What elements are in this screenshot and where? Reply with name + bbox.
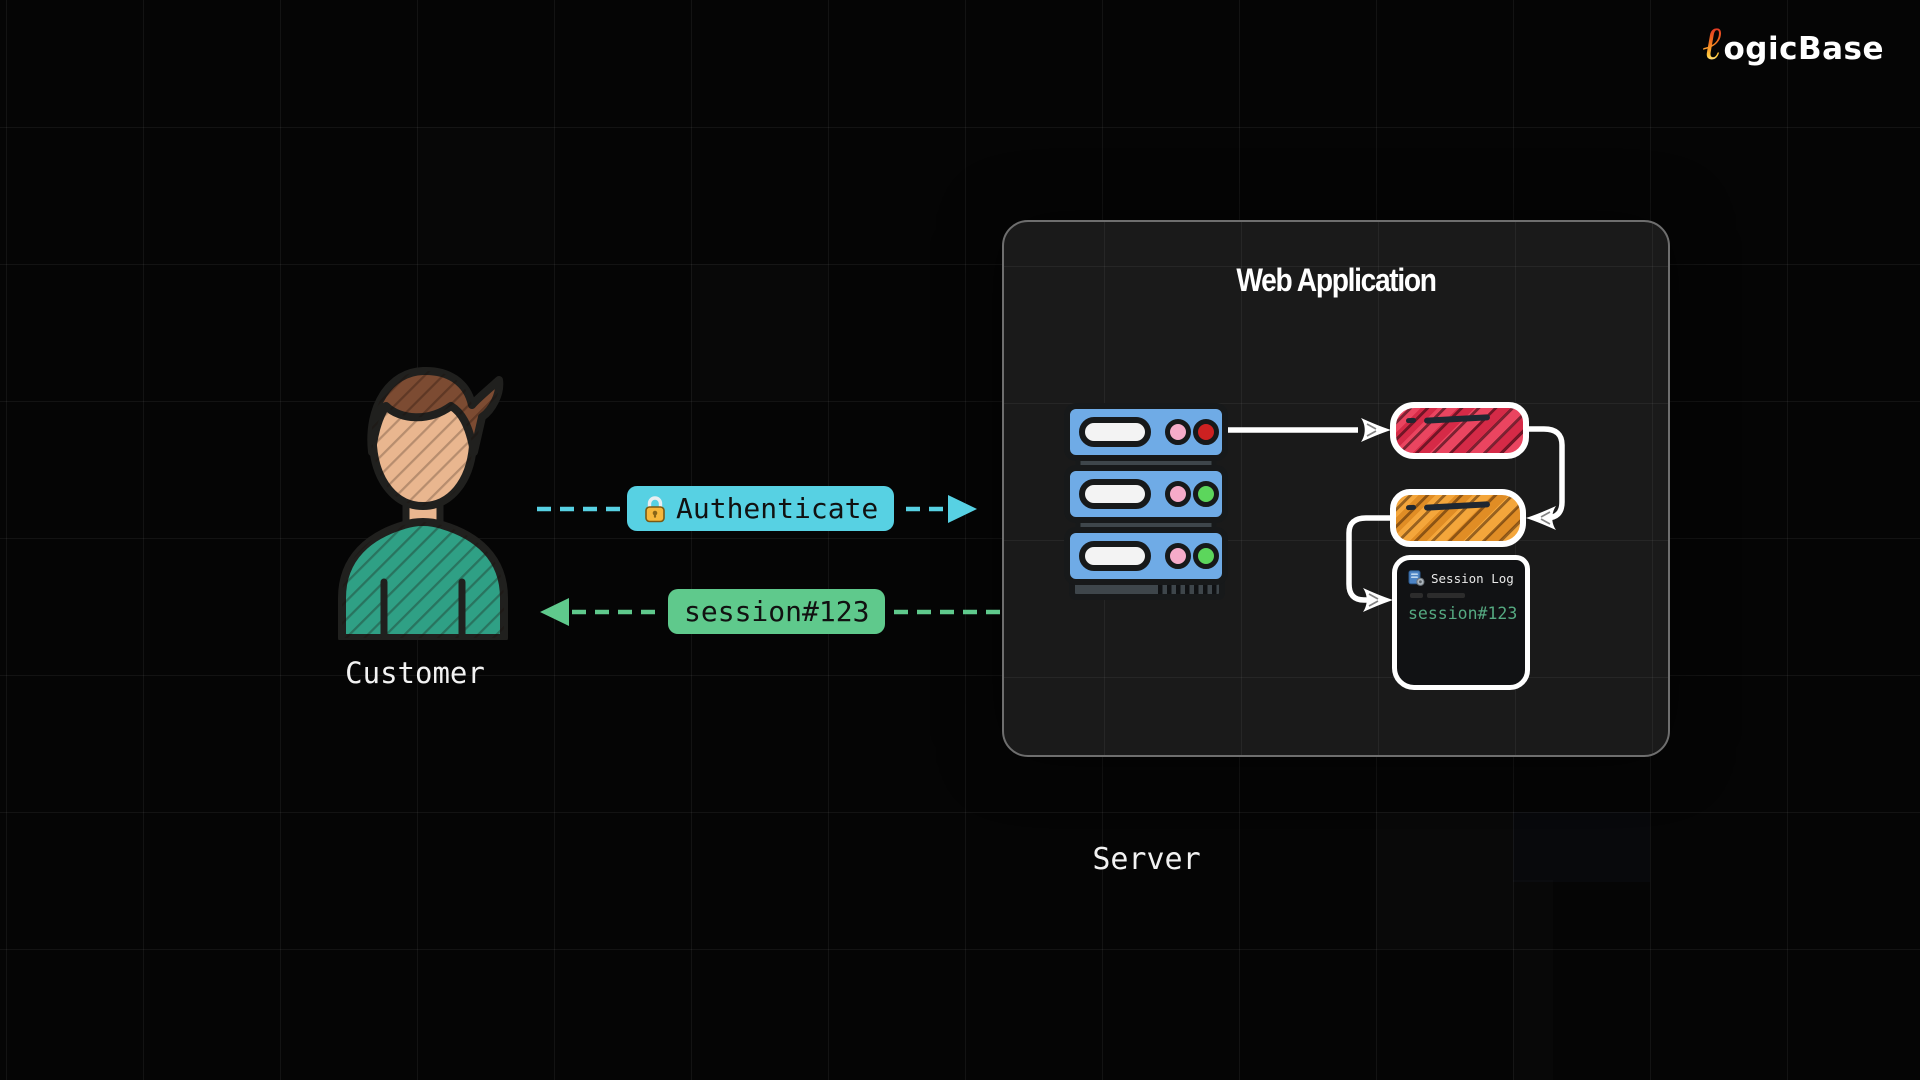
flow-connectors xyxy=(1228,417,1565,613)
orangebox-to-log-line xyxy=(1346,515,1395,603)
session-log-header: Session Log xyxy=(1408,570,1515,586)
redbox-to-orangebox-line xyxy=(1526,426,1565,521)
logicbase-logo: ℓ ogicBase xyxy=(1703,20,1884,67)
session-log-entry: session#123 xyxy=(1408,604,1518,623)
authenticate-arrowhead-icon xyxy=(948,495,977,523)
logo-wordmark: ogicBase xyxy=(1723,31,1884,67)
authenticate-pill: Authenticate xyxy=(627,486,895,531)
session-log-redacted-line xyxy=(1410,593,1515,598)
authenticate-label: Authenticate xyxy=(676,492,879,525)
customer-label: Customer xyxy=(345,656,485,690)
server-illustration xyxy=(1064,403,1228,601)
flow-box-orange xyxy=(1390,489,1526,547)
lock-icon xyxy=(645,495,665,522)
session-arrowhead-icon xyxy=(540,598,569,626)
database-gear-icon xyxy=(1408,570,1425,586)
web-application-panel: Web Application xyxy=(1002,220,1670,877)
session-label: session#123 xyxy=(684,595,870,628)
session-pill: session#123 xyxy=(668,589,886,634)
session-log-box: Session Log session#123 xyxy=(1392,555,1530,690)
customer-avatar xyxy=(320,350,525,640)
flow-box-red xyxy=(1390,402,1529,459)
session-log-title: Session Log xyxy=(1431,570,1514,586)
server-label: Server xyxy=(1092,842,1201,877)
logo-script-l: ℓ xyxy=(1702,16,1723,70)
web-application-title: Web Application xyxy=(1236,262,1437,298)
